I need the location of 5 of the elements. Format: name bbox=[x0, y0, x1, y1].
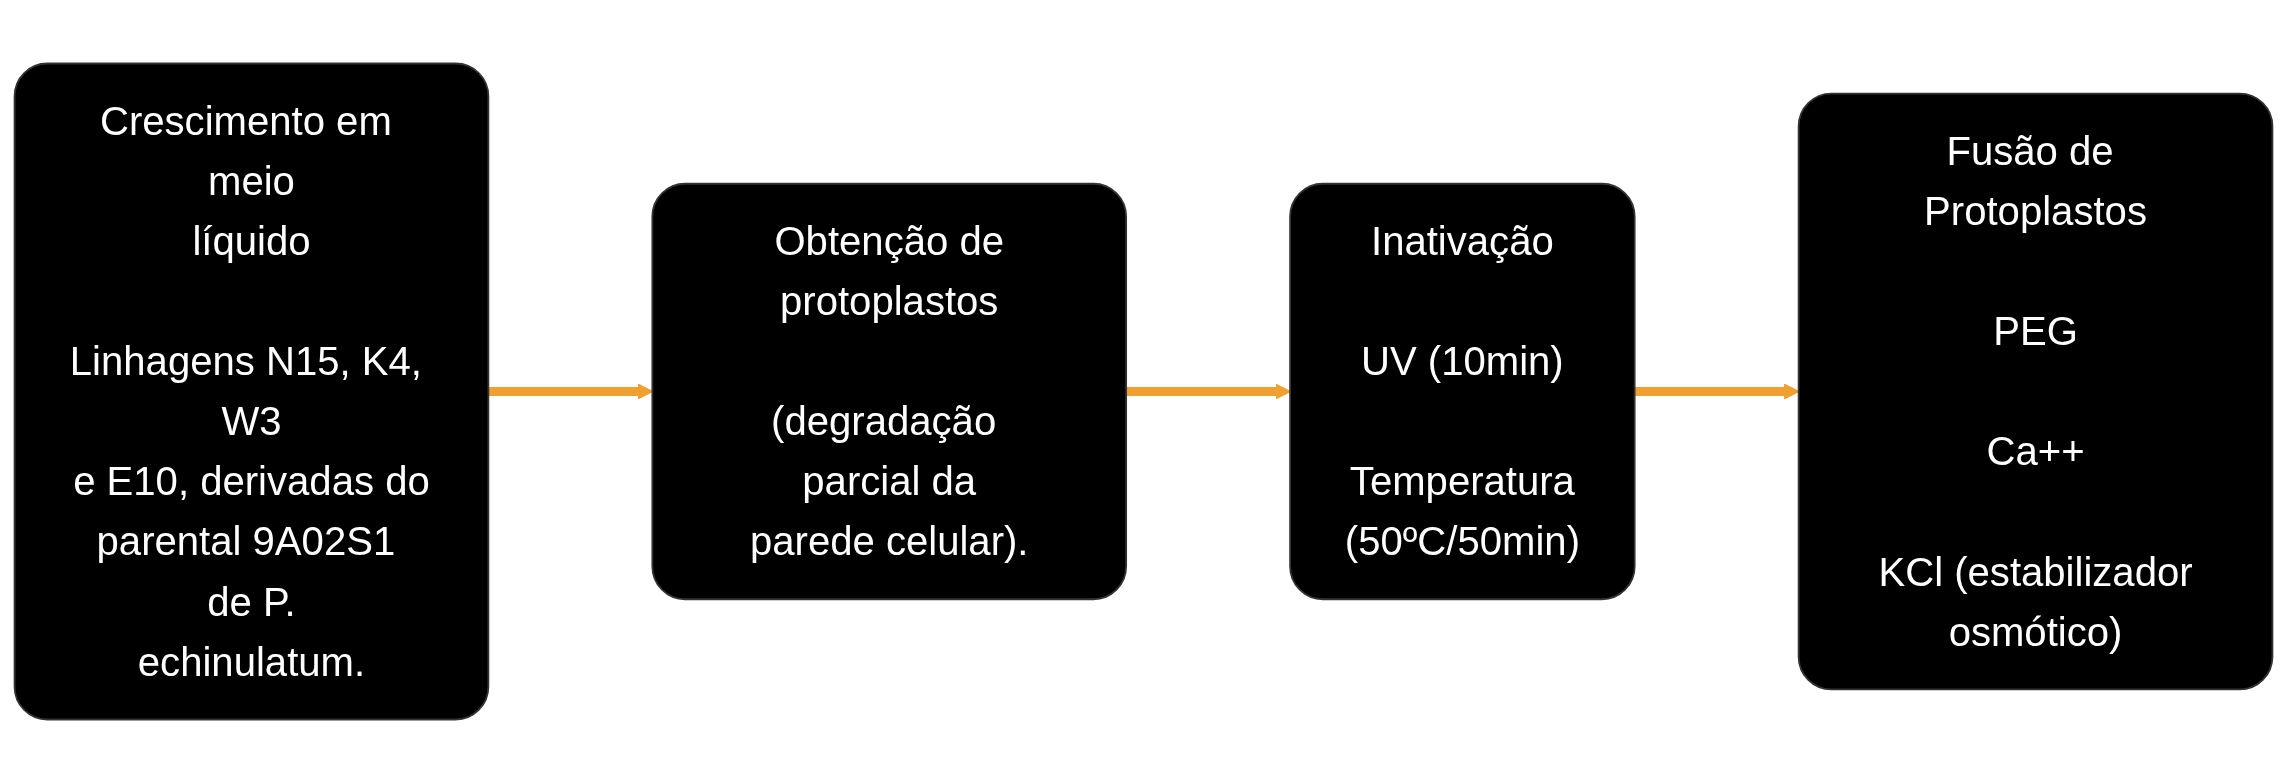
node-box: Obtenção de protoplastos (degradação parcial da parede celular). bbox=[651, 182, 1128, 601]
arrow bbox=[1126, 383, 1291, 400]
node-box: Crescimento em meio líquido Linhagens N15, K4, W3 e E10, derivadas do parental 9A02S1 de P. echinulatum. bbox=[13, 62, 490, 721]
node-box: Fusão de Protoplastos PEG Ca++ KCl (estabilizador osmótico) bbox=[1797, 92, 2274, 691]
node-box: Inativação UV (10min) Temperatura (50ºC/50min) bbox=[1289, 182, 1636, 601]
